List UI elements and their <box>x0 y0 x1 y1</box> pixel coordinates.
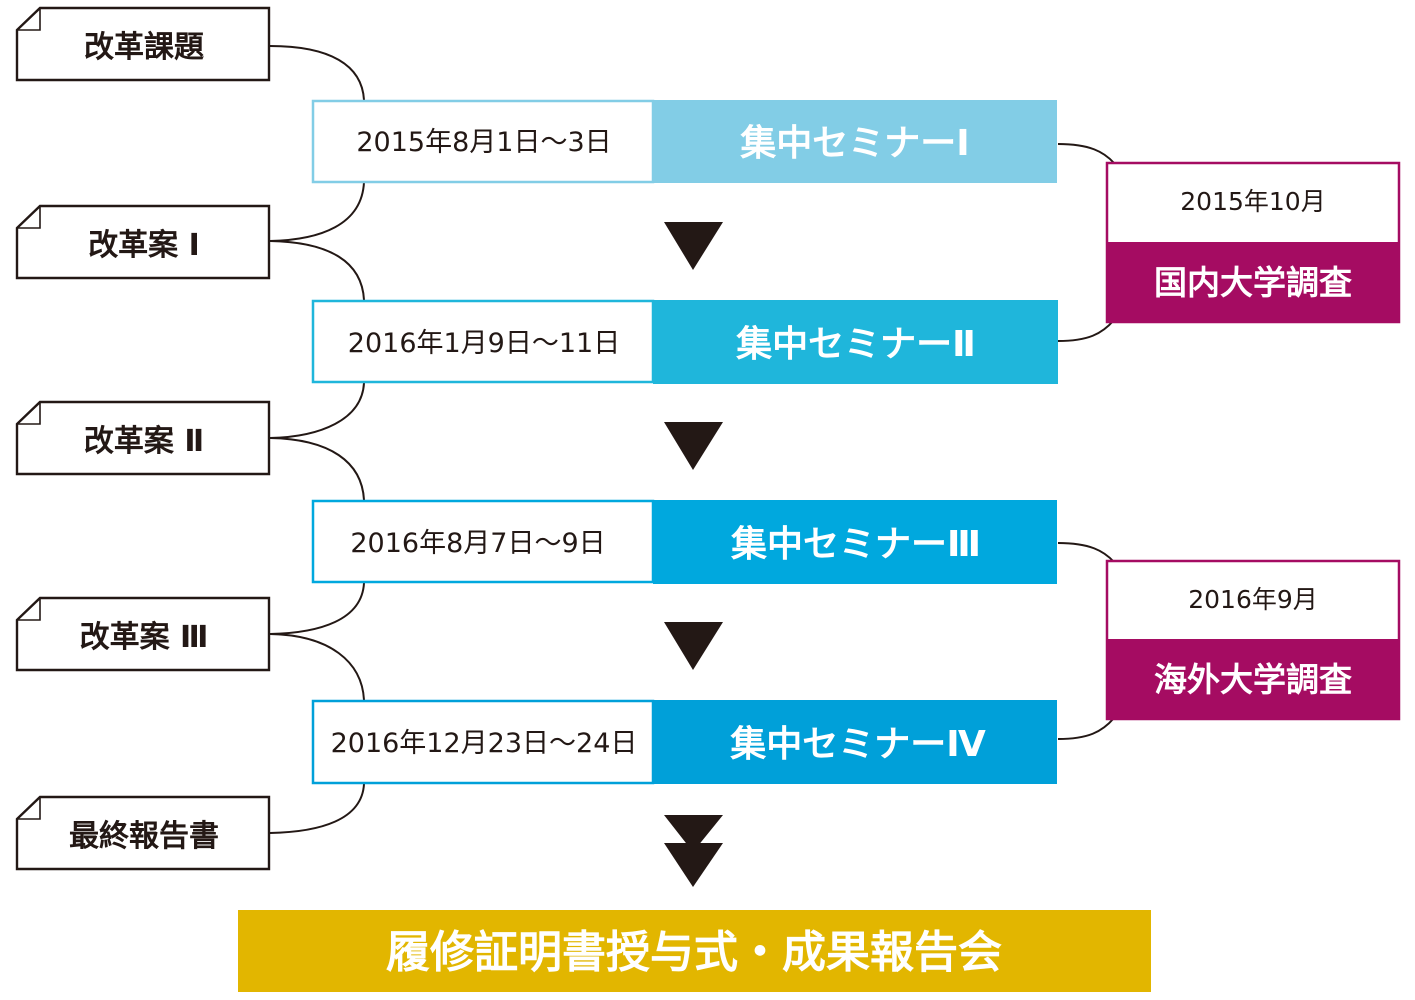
survey-list: 2015年10月 国内大学調査 2016年9月 海外大学調査 <box>1105 161 1401 721</box>
seminar-date: 2016年1月9日～11日 <box>348 328 620 359</box>
document-3: 改革案 Ⅱ <box>15 400 271 476</box>
seminar-date: 2016年8月7日～9日 <box>350 528 605 559</box>
flow-arrows <box>664 222 723 887</box>
survey-title: 国内大学調査 <box>1154 263 1352 302</box>
seminar-title: 集中セミナーⅣ <box>729 724 986 765</box>
seminar-title: 集中セミナーⅡ <box>735 324 976 365</box>
connector-seminar1-doc2 <box>269 181 365 242</box>
survey-date: 2015年10月 <box>1180 187 1325 216</box>
connector-seminar4-doc5 <box>269 783 365 834</box>
down-arrow-icon <box>664 222 723 270</box>
connector-survey1-seminar2 <box>1057 319 1115 342</box>
document-5: 最終報告書 <box>15 795 271 871</box>
seminar-1: 2015年8月1日～3日 集中セミナーⅠ <box>311 99 1057 184</box>
right-connectors <box>1057 143 1115 740</box>
seminar-list: 2015年8月1日～3日 集中セミナーⅠ 2016年1月9日～11日 集中セミナ… <box>311 99 1058 785</box>
final-banner: 履修証明書授与式・成果報告会 <box>238 910 1151 992</box>
seminar-4: 2016年12月23日～24日 集中セミナーⅣ <box>311 699 1057 785</box>
document-label: 最終報告書 <box>69 819 219 854</box>
connector-doc1-seminar1 <box>269 45 365 101</box>
down-arrow-icon <box>664 622 723 670</box>
double-down-arrow-icon <box>664 815 723 852</box>
survey-date: 2016年9月 <box>1188 585 1318 614</box>
document-label: 改革案 Ⅰ <box>88 228 200 263</box>
connector-seminar3-doc4 <box>269 582 365 635</box>
document-label: 改革案 Ⅲ <box>80 620 209 655</box>
survey-1: 2015年10月 国内大学調査 <box>1105 161 1401 324</box>
survey-title: 海外大学調査 <box>1154 660 1352 699</box>
connector-seminar2-doc3 <box>269 382 365 439</box>
seminar-date: 2016年12月23日～24日 <box>331 728 638 759</box>
document-label: 改革案 Ⅱ <box>84 424 204 459</box>
left-connectors <box>269 45 365 834</box>
document-1: 改革課題 <box>15 6 271 82</box>
document-2: 改革案 Ⅰ <box>15 204 271 280</box>
survey-2: 2016年9月 海外大学調査 <box>1105 559 1401 721</box>
document-4: 改革案 Ⅲ <box>15 596 271 672</box>
connector-seminar3-survey2 <box>1057 542 1115 563</box>
document-list: 改革課題 改革案 Ⅰ 改革案 Ⅱ 改革案 Ⅲ 最終報告書 <box>15 6 271 871</box>
seminar-title: 集中セミナーⅢ <box>730 524 981 565</box>
down-arrow-icon <box>664 422 723 470</box>
connector-doc3-seminar3 <box>269 437 365 501</box>
double-down-arrow-icon <box>664 843 723 887</box>
connector-doc4-seminar4 <box>269 633 365 701</box>
final-title: 履修証明書授与式・成果報告会 <box>386 927 1002 978</box>
connector-seminar1-survey1 <box>1057 143 1115 164</box>
seminar-title: 集中セミナーⅠ <box>739 123 969 164</box>
seminar-date: 2015年8月1日～3日 <box>356 127 611 158</box>
connector-survey2-seminar4 <box>1057 717 1115 740</box>
seminar-3: 2016年8月7日～9日 集中セミナーⅢ <box>311 499 1057 584</box>
document-label: 改革課題 <box>84 30 204 65</box>
connector-doc2-seminar2 <box>269 240 365 301</box>
seminar-2: 2016年1月9日～11日 集中セミナーⅡ <box>311 299 1058 384</box>
